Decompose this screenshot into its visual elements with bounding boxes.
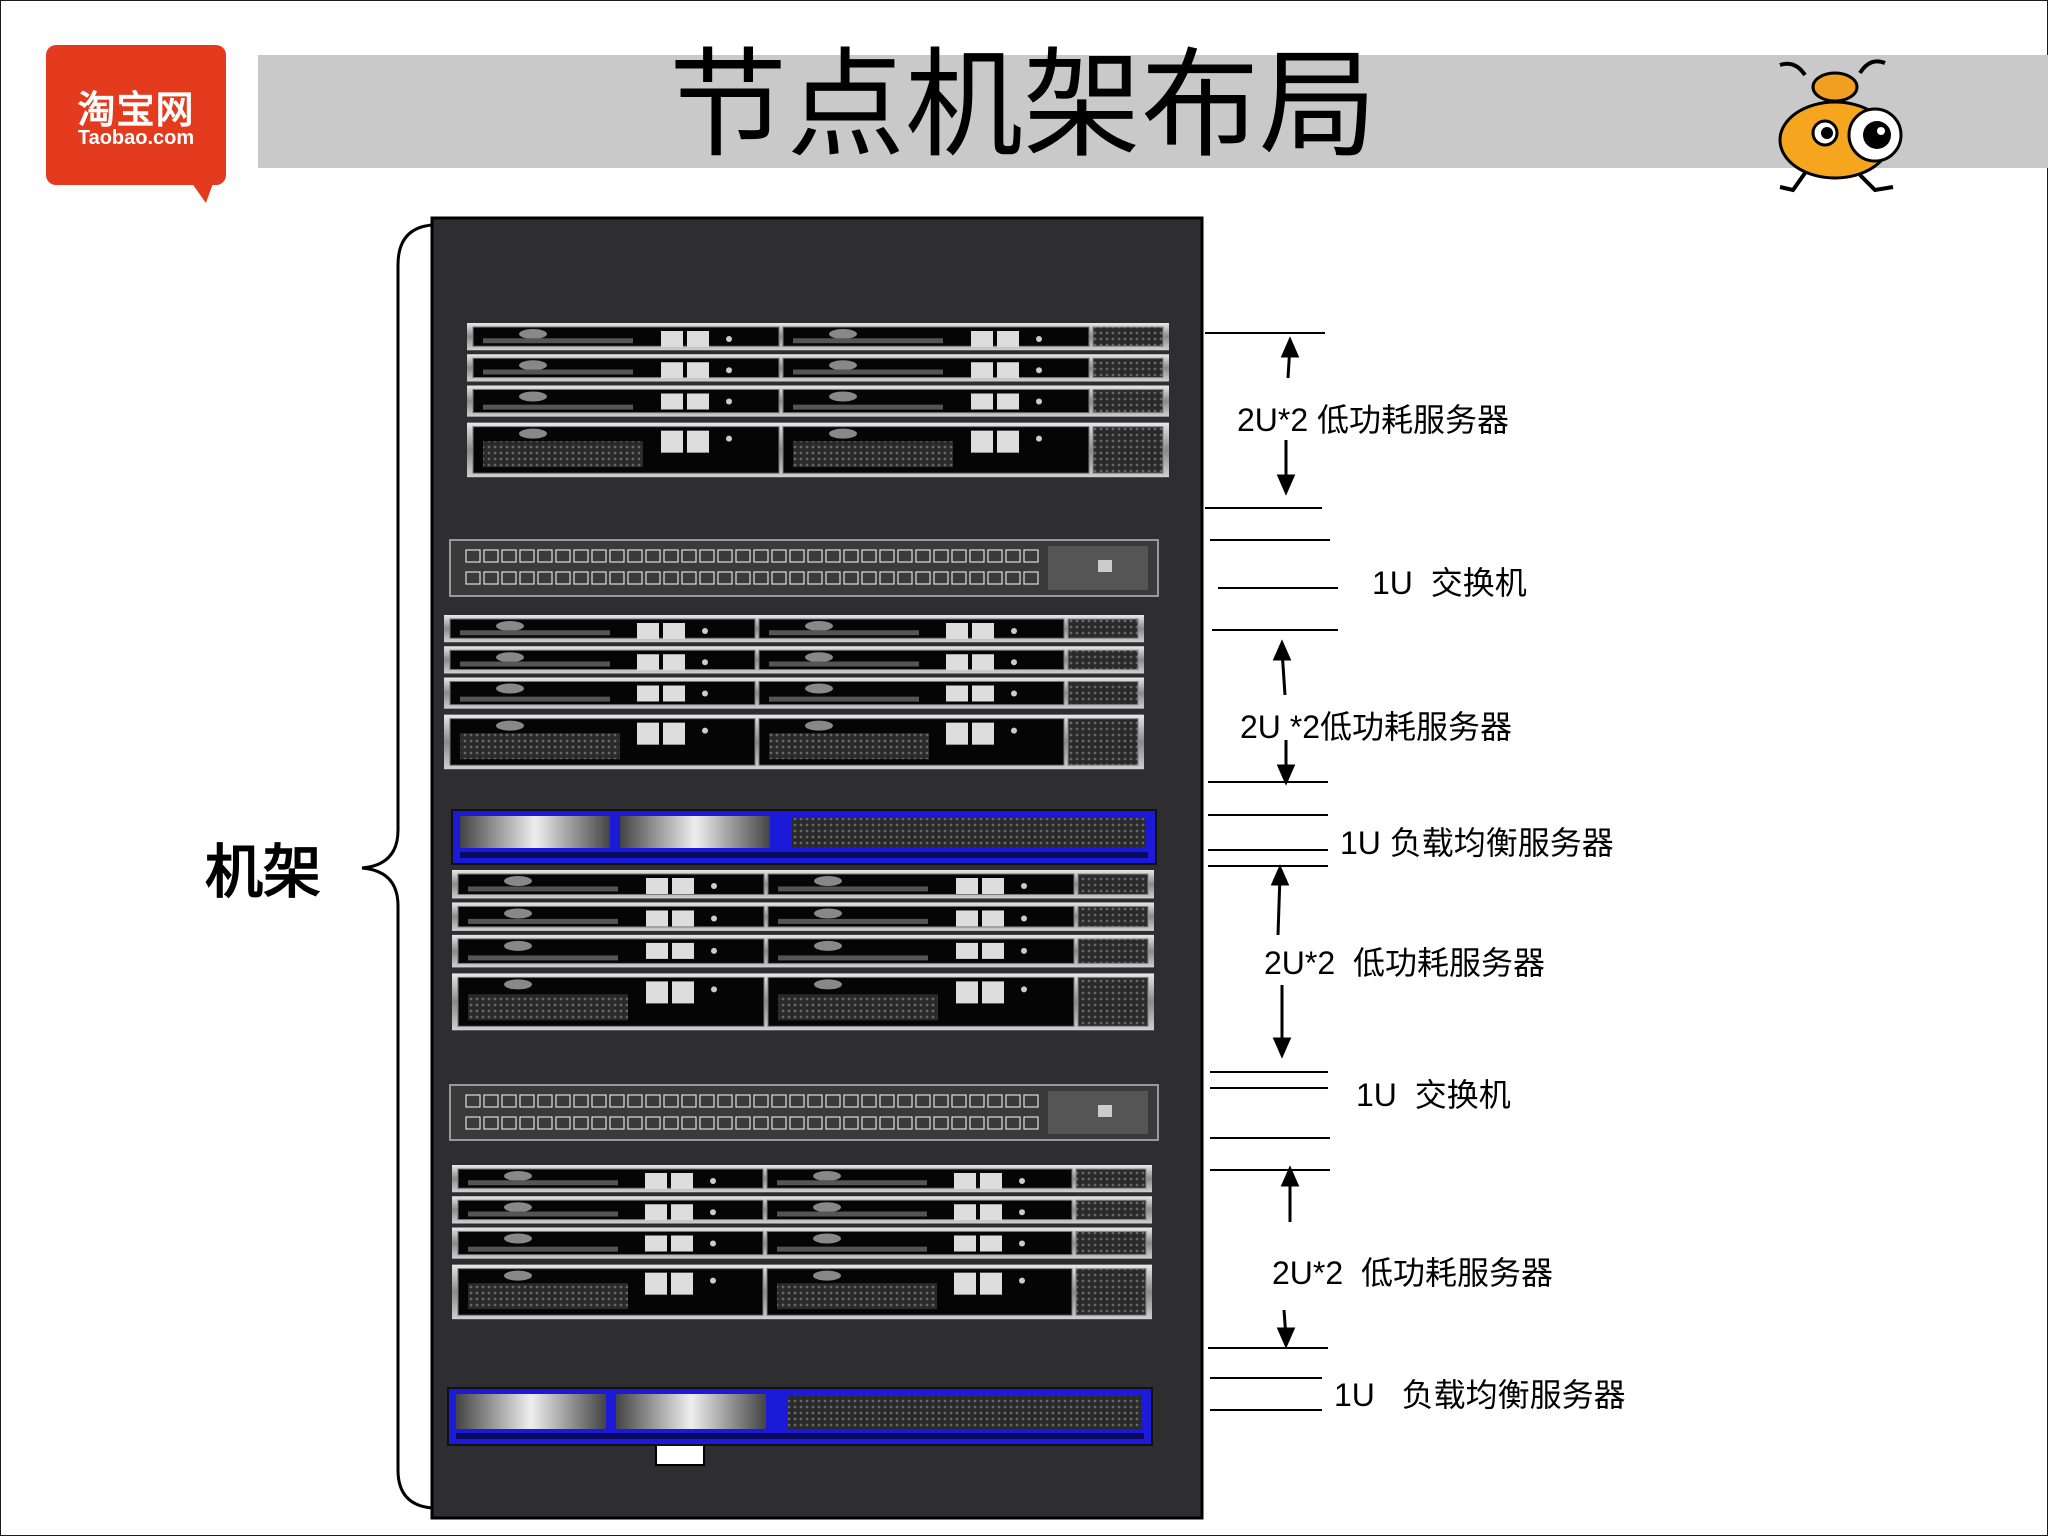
rack-foot	[655, 1444, 705, 1466]
rack-unit-server-group	[444, 615, 1144, 770]
annotation-label: 2U*2 低功耗服务器	[1264, 945, 1545, 981]
logo-text-cn: 淘宝网	[77, 88, 195, 132]
annotation-arrows	[1270, 336, 1300, 1349]
annotation-label: 1U 交换机	[1356, 1077, 1511, 1113]
rack-unit-switch	[449, 1084, 1159, 1141]
annotation-label: 2U*2 低功耗服务器	[1272, 1255, 1553, 1291]
title-bar	[258, 55, 2048, 168]
annotation-label: 1U 负载均衡服务器	[1334, 1377, 1626, 1413]
rack-brace	[361, 223, 433, 1510]
rack-unit-server-group	[452, 1165, 1152, 1320]
page-title: 节点机架布局	[668, 36, 1377, 174]
annotation-label: 2U*2 低功耗服务器	[1237, 402, 1510, 438]
annotation-label: 1U 负载均衡服务器	[1340, 825, 1614, 861]
rack-unit-server-group	[467, 323, 1169, 478]
rack-unit-load-balancer	[447, 1387, 1153, 1446]
annotation-lines	[1205, 332, 1338, 1411]
rack-unit-server-group	[452, 870, 1154, 1031]
rack-label: 机架	[205, 838, 322, 906]
ant-mascot-icon	[1778, 59, 1903, 193]
rack-unit-load-balancer	[451, 809, 1157, 865]
taobao-logo: 淘宝网 Taobao.com	[46, 45, 226, 203]
annotation-label: 1U 交换机	[1372, 565, 1527, 601]
logo-text-en: Taobao.com	[77, 127, 195, 149]
annotation-label: 2U *2低功耗服务器	[1240, 709, 1513, 745]
rack-unit-switch	[449, 539, 1159, 597]
logo-badge	[46, 45, 226, 185]
